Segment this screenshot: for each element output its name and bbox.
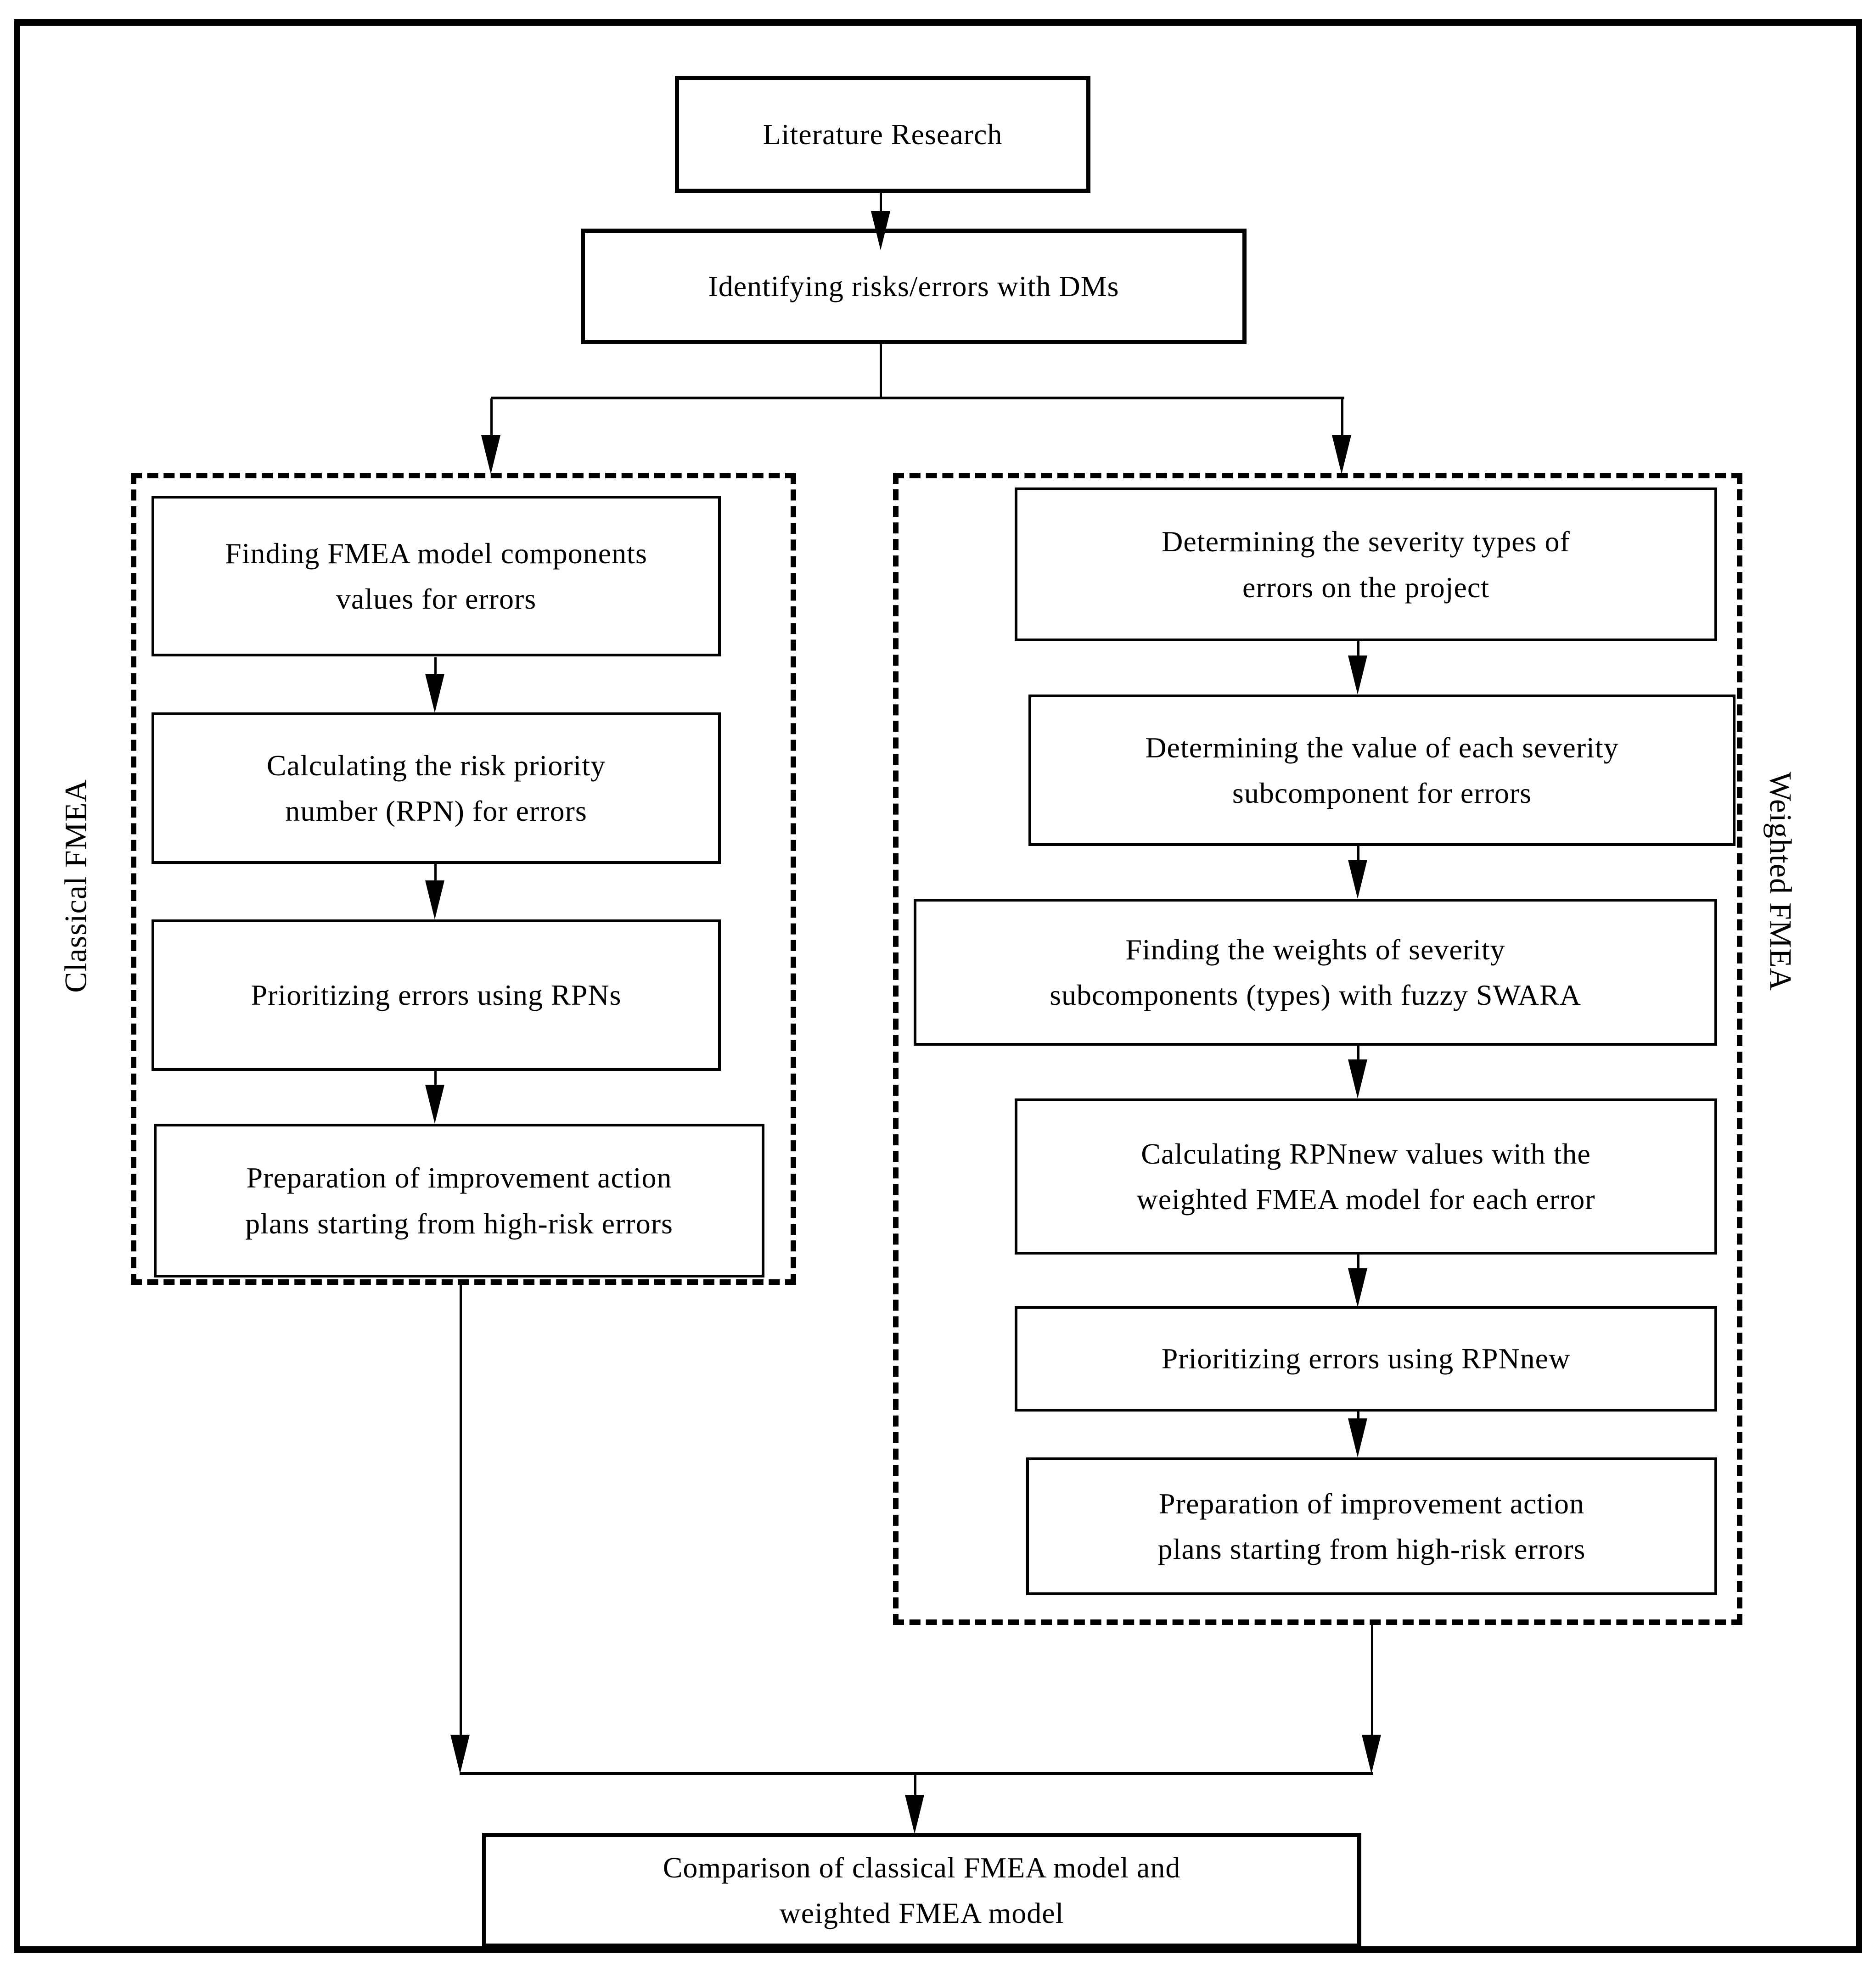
box-text-line: errors on the project <box>1242 571 1490 604</box>
node-prioritizing-rpnnew: Prioritizing errors using RPNnew <box>1015 1306 1717 1412</box>
arrow-head <box>1348 1418 1367 1457</box>
arrow-head <box>905 1795 924 1834</box>
box-text-line: Preparation of improvement action <box>1159 1487 1584 1520</box>
arrow-shaft <box>1357 1045 1359 1061</box>
arrow-head <box>425 674 444 713</box>
arrow-shaft <box>434 1070 437 1087</box>
box-text-line: Determining the value of each severity <box>1145 731 1619 764</box>
node-calculating-rpnnew: Calculating RPNnew values with the weigh… <box>1015 1098 1717 1255</box>
arrow-shaft <box>434 864 437 882</box>
node-finding-weights-fuzzy-swara: Finding the weights of severity subcompo… <box>914 899 1717 1046</box>
arrow-head <box>450 1735 470 1774</box>
node-prioritizing-rpns: Prioritizing errors using RPNs <box>152 919 721 1071</box>
arrow-head <box>425 880 444 919</box>
weighted-fmea-dashed-group <box>893 473 1742 1625</box>
box-text-line: Determining the severity types of <box>1162 525 1570 558</box>
arrow-shaft <box>490 398 493 436</box>
outer-border <box>14 19 1862 1953</box>
box-text-line: subcomponent for errors <box>1232 777 1532 809</box>
node-comparison: Comparison of classical FMEA model and w… <box>482 1833 1361 1948</box>
box-text-line: Prioritizing errors using RPNs <box>251 979 622 1012</box>
classical-fmea-dashed-group <box>131 473 796 1285</box>
classical-merge-line <box>460 1285 462 1739</box>
box-text-line: Literature Research <box>763 118 1003 151</box>
node-determining-severity-values: Determining the value of each severity s… <box>1028 695 1736 846</box>
node-finding-fmea-components: Finding FMEA model components values for… <box>152 496 721 656</box>
arrow-shaft <box>1357 1254 1359 1270</box>
box-text-line: weighted FMEA model for each error <box>1136 1183 1595 1216</box>
box-text-line: Prioritizing errors using RPNnew <box>1161 1342 1571 1375</box>
arrow-shaft <box>914 1775 916 1799</box>
weighted-fmea-side-label: Weighted FMEA <box>1763 772 1798 991</box>
box-text-line: Identifying risks/errors with DMs <box>708 270 1119 303</box>
box-text-line: values for errors <box>336 583 537 615</box>
arrow-head <box>1362 1735 1381 1774</box>
node-calculating-rpn: Calculating the risk priority number (RP… <box>152 712 721 864</box>
node-identifying-risks: Identifying risks/errors with DMs <box>581 229 1247 344</box>
branch-horizontal-line <box>491 397 1344 399</box>
node-classical-improvement-plans: Preparation of improvement action plans … <box>154 1124 764 1277</box>
connector-stem <box>880 344 882 398</box>
arrow-head <box>1348 1268 1367 1307</box>
box-text-line: weighted FMEA model <box>779 1897 1064 1929</box>
arrow-head <box>871 211 890 250</box>
arrow-head <box>1348 860 1367 899</box>
arrow-head <box>1348 655 1367 695</box>
weighted-merge-line <box>1371 1625 1373 1739</box>
box-text-line: subcomponents (types) with fuzzy SWARA <box>1050 979 1581 1011</box>
box-text-line: number (RPN) for errors <box>285 795 587 827</box>
node-weighted-improvement-plans: Preparation of improvement action plans … <box>1026 1457 1717 1595</box>
arrow-shaft <box>1341 398 1343 436</box>
node-determining-severity-types: Determining the severity types of errors… <box>1015 487 1717 641</box>
box-text-line: Comparison of classical FMEA model and <box>663 1851 1181 1884</box>
box-text-line: Calculating RPNnew values with the <box>1141 1137 1591 1170</box>
arrow-shaft <box>434 657 437 676</box>
arrow-shaft <box>1357 641 1359 657</box>
arrow-head <box>481 435 500 474</box>
arrow-shaft <box>1357 846 1359 862</box>
arrow-shaft <box>1357 1412 1359 1423</box>
box-text-line: Preparation of improvement action <box>246 1161 672 1194</box>
arrow-head <box>425 1085 444 1124</box>
box-text-line: plans starting from high-risk errors <box>1157 1533 1586 1565</box>
node-literature-research: Literature Research <box>675 76 1090 193</box>
arrow-shaft <box>880 190 882 213</box>
box-text-line: Finding the weights of severity <box>1125 933 1505 966</box>
arrow-head <box>1348 1059 1367 1098</box>
box-text-line: plans starting from high-risk errors <box>245 1207 673 1240</box>
box-text-line: Finding FMEA model components <box>225 537 647 570</box>
arrow-head <box>1332 435 1351 474</box>
box-text-line: Calculating the risk priority <box>266 749 606 782</box>
merge-horizontal-line <box>460 1772 1373 1775</box>
classical-fmea-side-label: Classical FMEA <box>58 779 93 993</box>
